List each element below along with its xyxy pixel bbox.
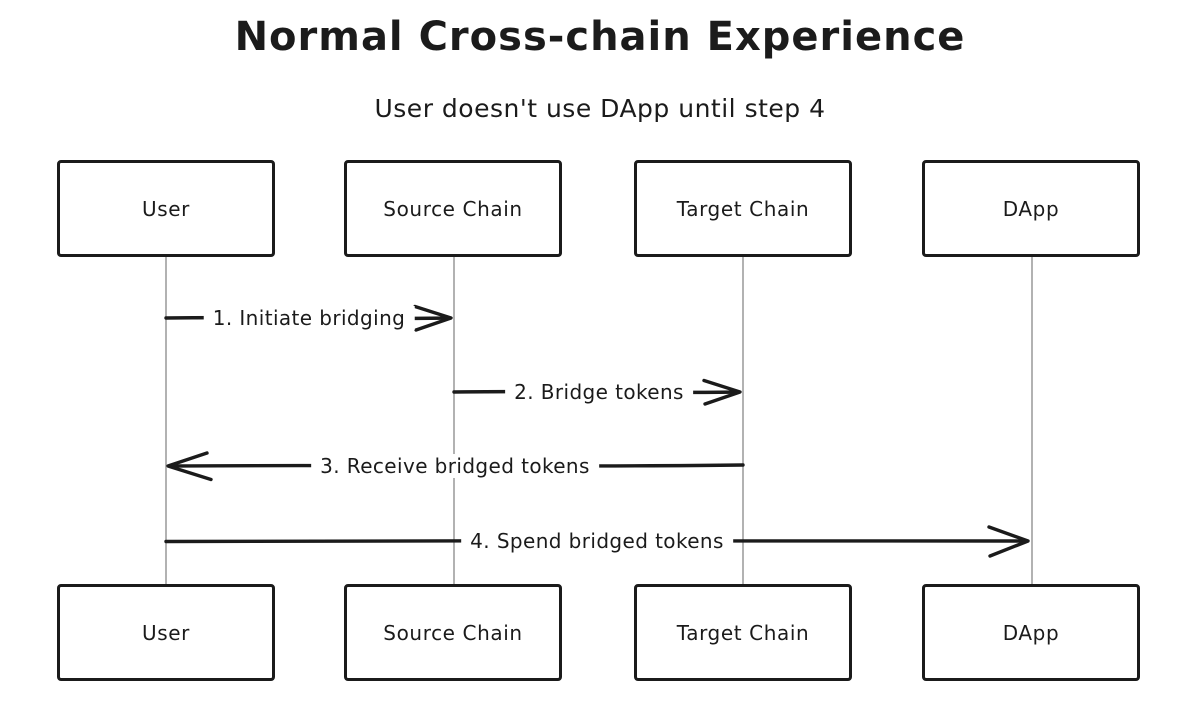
message-1-label: 1. Initiate bridging — [203, 306, 415, 330]
diagram-title: Normal Cross-chain Experience — [234, 14, 966, 60]
actor-label: Target Chain — [676, 620, 810, 645]
message-1-arrowhead-right — [413, 304, 453, 332]
actor-label: Target Chain — [676, 196, 810, 221]
actor-label: Source Chain — [383, 196, 523, 221]
message-2-arrowhead-right — [702, 378, 742, 406]
actor-box-target-chain-bottom: Target Chain — [634, 584, 852, 681]
actor-box-user-top: User — [57, 160, 275, 257]
actor-box-dapp-top: DApp — [922, 160, 1140, 257]
actor-label: DApp — [1002, 196, 1060, 221]
actor-label: DApp — [1002, 620, 1060, 645]
actor-box-dapp-bottom: DApp — [922, 584, 1140, 681]
actor-label: User — [142, 196, 190, 221]
message-4-arrowhead-right — [987, 525, 1030, 558]
actor-label: User — [142, 620, 190, 645]
actor-box-source-chain-top: Source Chain — [344, 160, 562, 257]
actor-box-source-chain-bottom: Source Chain — [344, 584, 562, 681]
message-2-label: 2. Bridge tokens — [505, 380, 693, 404]
actor-box-user-bottom: User — [57, 584, 275, 681]
message-3-label: 3. Receive bridged tokens — [311, 454, 599, 478]
actor-box-target-chain-top: Target Chain — [634, 160, 852, 257]
diagram-subtitle: User doesn't use DApp until step 4 — [374, 94, 826, 123]
actor-label: Source Chain — [383, 620, 523, 645]
message-4-label: 4. Spend bridged tokens — [461, 529, 733, 553]
message-3-arrowhead-left — [166, 451, 213, 482]
